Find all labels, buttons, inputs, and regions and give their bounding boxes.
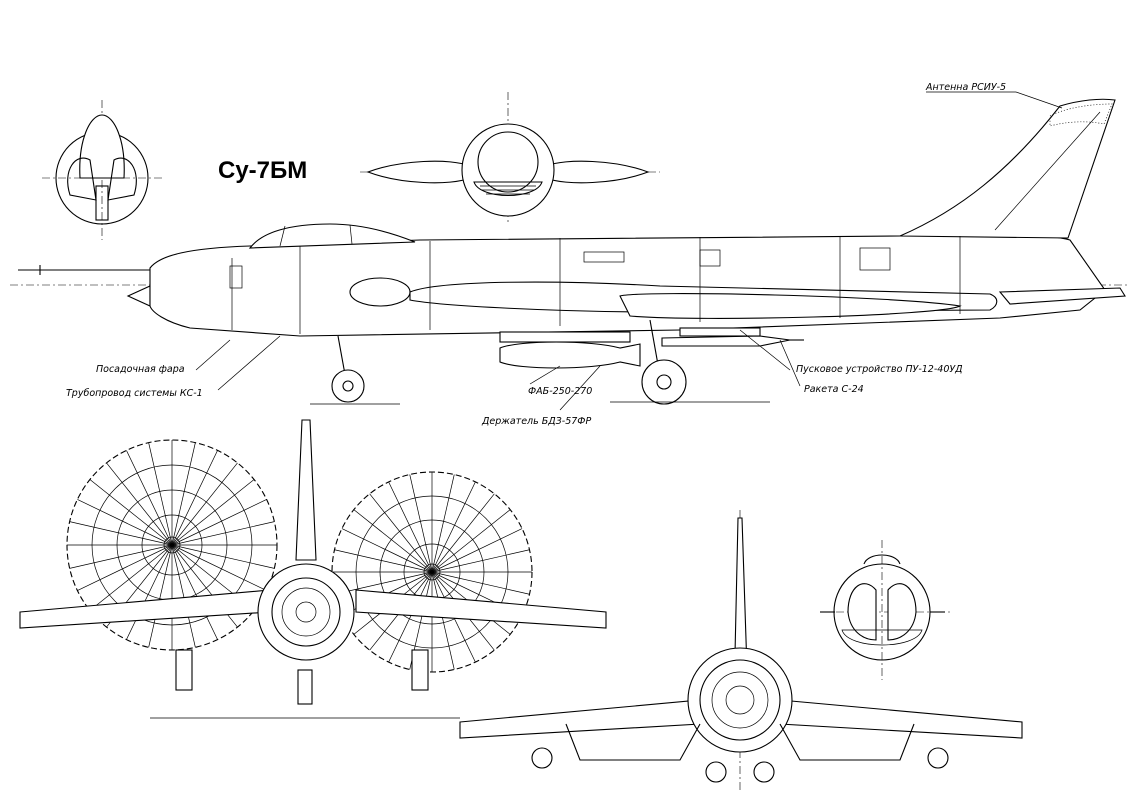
parachute-spoke: [126, 450, 173, 546]
parachute-spoke: [431, 549, 530, 573]
parachute-spoke: [171, 544, 218, 640]
nose-wheel: [331, 369, 365, 403]
parachute-spoke: [341, 528, 433, 573]
parachute-spoke: [69, 544, 173, 569]
right-wing: [355, 589, 607, 629]
rear-view: [459, 510, 1023, 790]
callout-antenna: Антенна РСИУ-5: [925, 82, 1006, 93]
rear-view-parachutes: [19, 419, 607, 719]
side-view: [10, 98, 1130, 405]
fuselage-cross-section: [820, 540, 950, 680]
parachute-spoke: [171, 544, 196, 648]
callout-launcher: Пусковое устройство ПУ-12-40УД: [796, 364, 963, 375]
parachute-spoke: [431, 474, 455, 573]
front-view-small: [42, 100, 162, 240]
tail-fin: [899, 98, 1116, 239]
parachute-spoke: [431, 571, 455, 670]
drag-parachute-left: [66, 439, 278, 651]
parachute-spoke: [89, 479, 173, 546]
parachute-spoke: [77, 499, 173, 546]
parachute-spoke: [369, 493, 433, 573]
parachute-spoke: [353, 509, 433, 573]
parachute-spoke: [171, 544, 275, 569]
canopy: [248, 223, 416, 249]
parachute-spoke: [431, 528, 523, 573]
parachute-spoke: [171, 479, 255, 546]
callout-pipeline: Трубопровод системы КС-1: [66, 388, 203, 399]
parachute-spoke: [431, 493, 495, 573]
parachute-spoke: [431, 571, 530, 595]
parachute-spoke: [89, 544, 173, 611]
main-wheel: [641, 359, 687, 405]
drawing-title: Су-7БМ: [218, 157, 307, 184]
parachute-spoke: [69, 521, 173, 546]
parachute-spoke: [126, 544, 173, 640]
launcher-pu12: [679, 327, 761, 337]
parachute-spoke: [106, 462, 173, 546]
callout-leaders: [195, 91, 1063, 411]
parachute-spoke: [148, 442, 173, 546]
callout-rocket: Ракета С-24: [804, 384, 864, 395]
rocket-s24: [661, 335, 791, 347]
callout-landing-light: Посадочная фара: [96, 364, 185, 375]
parachute-spoke: [171, 499, 267, 546]
parachute-spoke: [334, 571, 433, 595]
parachute-spoke: [148, 544, 173, 648]
parachute-spoke: [388, 571, 433, 663]
parachute-spoke: [388, 481, 433, 573]
parachute-spoke: [171, 544, 267, 591]
bomb-fab250: [499, 341, 641, 369]
parachute-spoke: [171, 450, 218, 546]
callout-holder: Держатель БДЗ-57ФР: [481, 416, 591, 427]
parachute-spoke: [409, 474, 433, 573]
parachute-spoke: [431, 481, 476, 573]
parachute-spoke: [77, 544, 173, 591]
left-wing: [19, 589, 271, 629]
parachute-spoke: [334, 549, 433, 573]
callout-bomb: ФАБ-250-270: [528, 386, 592, 397]
holder-bdz57: [499, 331, 631, 343]
parachute-spoke: [431, 509, 511, 573]
parachute-spoke: [171, 442, 196, 546]
parachute-spoke: [171, 521, 275, 546]
section-view-top: [360, 92, 660, 222]
fin: [295, 419, 317, 561]
parachute-spoke: [171, 462, 238, 546]
drag-parachute-right: [331, 471, 533, 673]
